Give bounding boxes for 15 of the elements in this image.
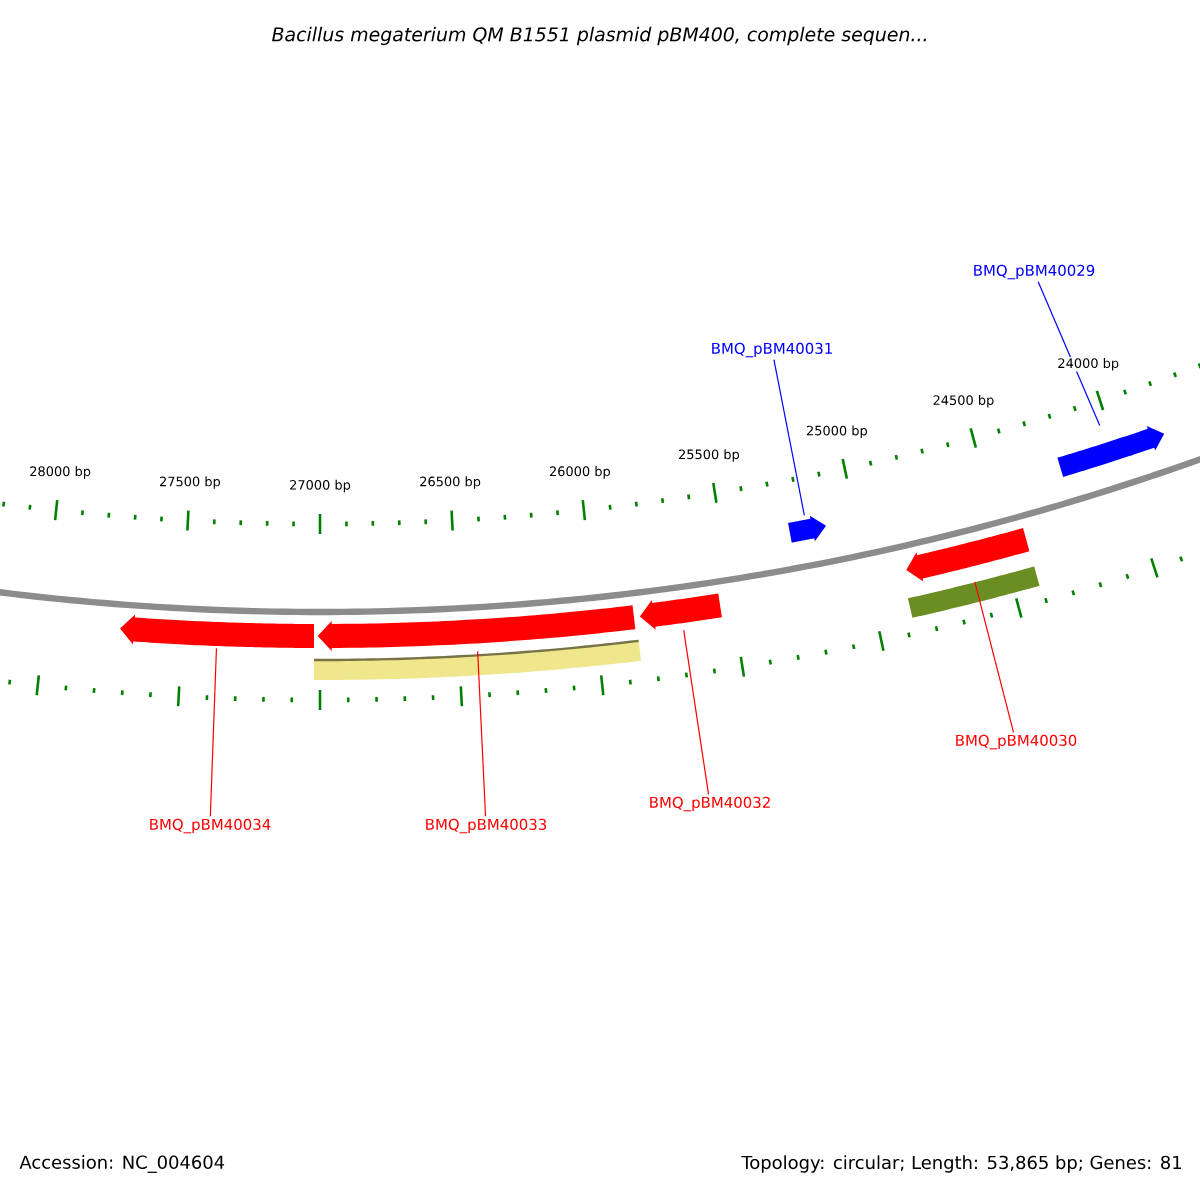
gene-feature [906,528,1030,582]
leader-line [773,359,805,516]
leader-line [1037,281,1101,427]
title: Bacillus megaterium QM B1551 plasmid pBM400, complete sequen... [272,26,926,46]
gene-feature [1057,426,1165,477]
footer-text: Accession: NC_004604 [19,1155,225,1173]
gene-feature [317,605,636,651]
leader-line [209,647,218,817]
leader-line [683,629,710,795]
leader-line [974,581,1015,733]
gene-feature [639,593,722,630]
leader-line [477,650,487,817]
footer-text: Topology: circular; Length: 53,865 bp; Genes: 81 [741,1155,1181,1173]
gene-feature [120,614,315,648]
gene-feature [788,515,827,543]
